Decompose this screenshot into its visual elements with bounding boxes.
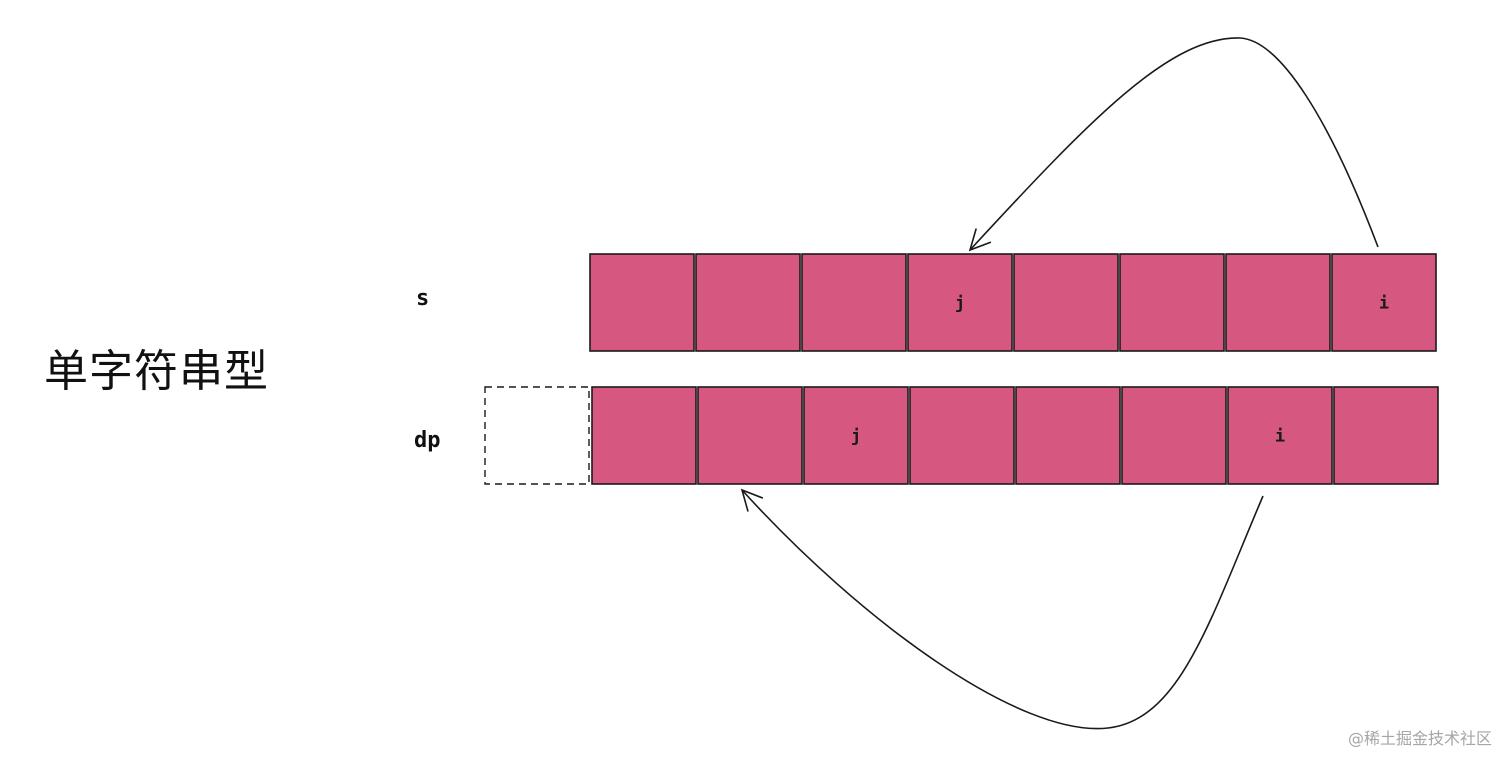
arrow-dp-i-to-j xyxy=(740,488,1264,730)
arrow-s-i-to-j xyxy=(968,37,1379,252)
row-label-dp: dp xyxy=(414,428,441,453)
dp-cell-2 xyxy=(803,386,909,485)
dp-cell-4 xyxy=(1015,386,1121,485)
dp-cell-7 xyxy=(1333,386,1439,485)
s-cell-label-j: j xyxy=(955,294,965,314)
dp-cell-0 xyxy=(591,386,697,485)
s-cell-1 xyxy=(695,253,801,352)
dp-cell-label-i: i xyxy=(1275,427,1285,447)
row-label-s: s xyxy=(416,286,430,311)
watermark: @稀土掘金技术社区 xyxy=(1347,729,1492,748)
dp-cell-5 xyxy=(1121,386,1227,485)
diagram-title: 单字符串型 xyxy=(44,346,269,397)
dp-placeholder-cell xyxy=(484,386,590,485)
s-cell-3 xyxy=(907,253,1013,352)
s-cell-5 xyxy=(1119,253,1225,352)
dp-cell-3 xyxy=(909,386,1015,485)
dp-cell-label-j: j xyxy=(851,427,861,447)
s-cell-6 xyxy=(1225,253,1331,352)
dp-cell-1 xyxy=(697,386,803,485)
s-cell-label-i: i xyxy=(1379,294,1389,314)
s-cell-7 xyxy=(1331,253,1437,352)
s-cell-2 xyxy=(801,253,907,352)
dp-cell-6 xyxy=(1227,386,1333,485)
s-cell-4 xyxy=(1013,253,1119,352)
s-cell-0 xyxy=(589,253,695,352)
